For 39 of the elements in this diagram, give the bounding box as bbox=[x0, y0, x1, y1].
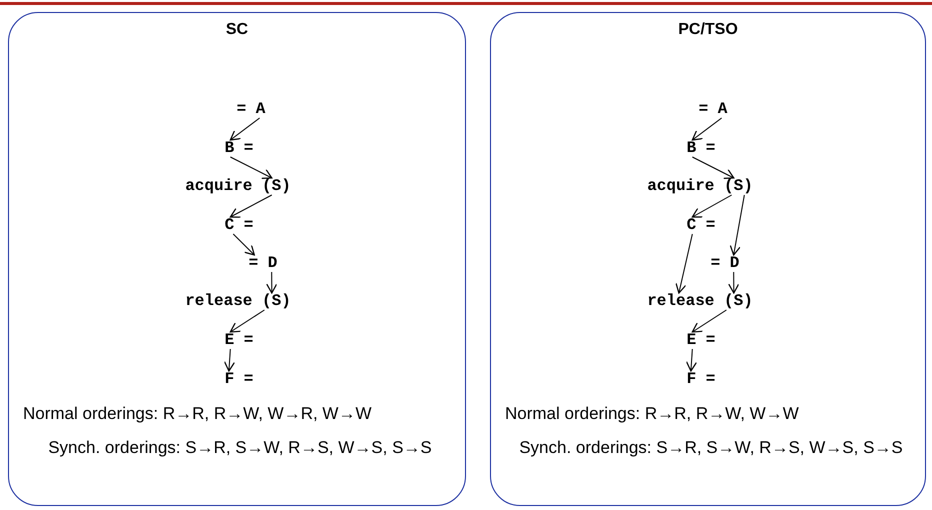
ordering-text: Synch. orderings: S→R, S→W, R→S, W→S, S→S bbox=[518, 437, 904, 459]
arrow bbox=[230, 118, 260, 141]
arrow bbox=[728, 272, 740, 294]
code-statement: C = bbox=[224, 217, 254, 234]
arrow bbox=[224, 348, 236, 372]
code-statement: E = bbox=[686, 332, 716, 349]
arrow bbox=[230, 310, 265, 333]
code-statement: = D bbox=[248, 255, 278, 272]
panel-title: PC/TSO bbox=[677, 21, 739, 39]
arrow bbox=[230, 156, 272, 179]
arrow bbox=[230, 194, 272, 218]
ordering-text: Synch. orderings: S→R, S→W, R→S, W→S, S→S bbox=[47, 437, 433, 459]
arrow bbox=[692, 156, 734, 179]
code-statement: B = bbox=[686, 140, 716, 157]
arrow bbox=[686, 348, 698, 372]
arrow bbox=[730, 194, 745, 256]
code-statement: acquire (S) bbox=[185, 178, 291, 195]
code-statement: F = bbox=[686, 371, 716, 388]
code-statement: = A bbox=[698, 101, 728, 118]
code-statement: acquire (S) bbox=[647, 178, 753, 195]
ordering-text: Normal orderings: R→R, R→W, W→R, W→W bbox=[23, 403, 373, 425]
code-statement: = A bbox=[236, 101, 266, 118]
arrow bbox=[692, 118, 722, 141]
code-statement: release (S) bbox=[185, 293, 291, 310]
arrow bbox=[675, 234, 693, 294]
arrow bbox=[232, 234, 255, 256]
arrow bbox=[692, 310, 727, 333]
arrow bbox=[692, 194, 732, 218]
code-statement: release (S) bbox=[647, 293, 753, 310]
code-statement: C = bbox=[686, 217, 716, 234]
panel-title: SC bbox=[224, 21, 250, 39]
code-statement: = D bbox=[710, 255, 740, 272]
code-statement: E = bbox=[224, 332, 254, 349]
arrow bbox=[266, 272, 278, 294]
code-statement: F = bbox=[224, 371, 254, 388]
panel bbox=[490, 12, 926, 506]
ordering-text: Normal orderings: R→R, R→W, W→W bbox=[505, 403, 800, 425]
code-statement: B = bbox=[224, 140, 254, 157]
panel bbox=[8, 12, 466, 506]
